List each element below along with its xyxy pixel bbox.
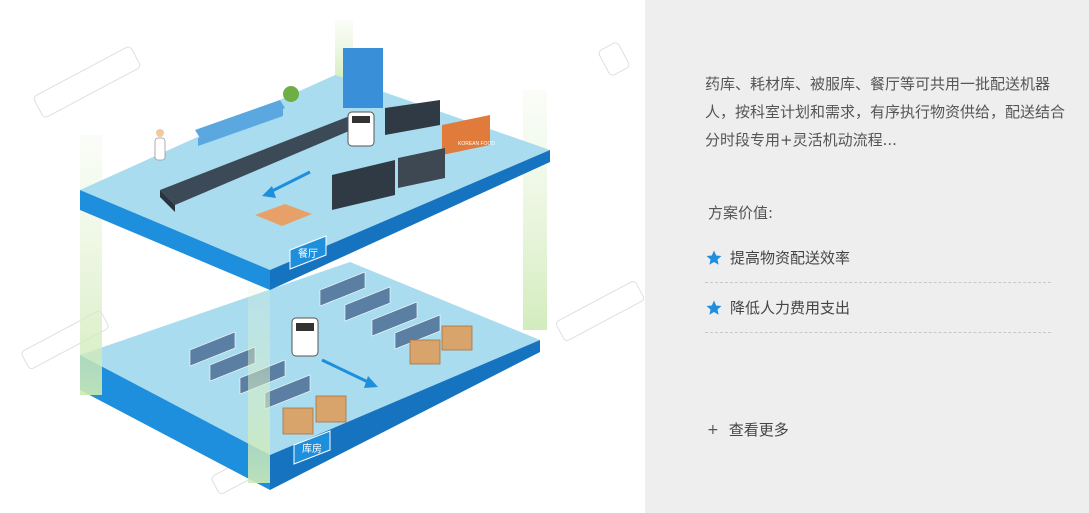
description-text: 药库、耗材库、被服库、餐厅等可共用一批配送机器人，按科室计划和需求，有序执行物资… — [705, 75, 1066, 149]
svg-text:库房: 库房 — [302, 442, 322, 455]
star-icon — [706, 300, 722, 315]
svg-text:KOREAN FOOD: KOREAN FOOD — [458, 141, 495, 147]
svg-text:餐厅: 餐厅 — [298, 247, 318, 260]
person-icon — [154, 129, 166, 161]
star-icon — [706, 250, 722, 265]
benefit-item: 提高物资配送效率 — [705, 233, 1051, 283]
lower-floor-label: 库房 — [293, 430, 331, 465]
pillar — [523, 90, 547, 330]
upper-floor: KOREAN FOOD 餐厅 — [80, 48, 550, 290]
view-more-label: 查看更多 — [728, 421, 789, 439]
pillar — [248, 283, 270, 483]
value-title: 方案价值: — [708, 204, 774, 222]
two-floor-scene: 库房 KOREAN F — [21, 20, 644, 495]
view-more-link[interactable]: + 查看更多 — [707, 419, 789, 440]
benefit-label: 降低人力费用支出 — [730, 299, 851, 317]
info-panel: 药库、耗材库、被服库、餐厅等可共用一批配送机器人，按科室计划和需求，有序执行物资… — [645, 0, 1089, 513]
robot-icon — [347, 111, 375, 147]
scene-illustration: 库房 KOREAN F — [21, 20, 644, 495]
robot-icon — [291, 317, 319, 357]
lower-floor: 库房 — [80, 262, 540, 490]
benefit-item: 降低人力费用支出 — [705, 283, 1051, 333]
pillar — [80, 135, 102, 395]
benefit-label: 提高物资配送效率 — [730, 249, 851, 267]
upper-floor-label: 餐厅 — [289, 235, 327, 270]
plus-icon: + — [707, 421, 719, 438]
